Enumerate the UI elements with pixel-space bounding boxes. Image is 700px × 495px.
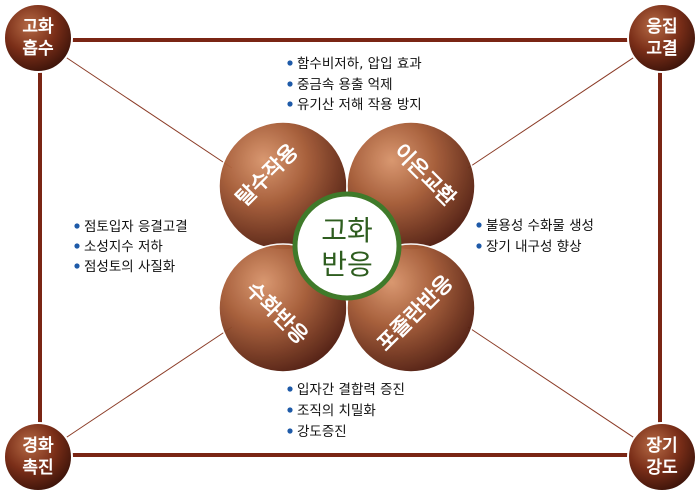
center-label-line2: 반응 bbox=[321, 248, 373, 281]
bullet-top-3: 유기산 저해 작용 방지 bbox=[297, 97, 422, 113]
center-label-line1: 고화 bbox=[321, 214, 373, 247]
corner-bottom-right: 장기 강도 bbox=[627, 422, 697, 492]
bullet-dot bbox=[287, 386, 293, 392]
connector-top-right bbox=[467, 39, 661, 169]
bullet-dot bbox=[74, 263, 80, 269]
bullet-list-bottom: 입자간 결합력 증진 조직의 치밀화 강도증진 bbox=[287, 382, 405, 440]
bullet-right-1: 불용성 수화물 생성 bbox=[486, 218, 594, 234]
bullet-list-top: 함수비저하, 압입 효과 중금속 용출 억제 유기산 저해 작용 방지 bbox=[287, 56, 422, 113]
connector-lines bbox=[39, 39, 661, 456]
petal-group: 탈수작용 이온교환 수화반응 포졸란반응 bbox=[218, 121, 476, 373]
bullet-dot bbox=[287, 60, 293, 66]
bullet-dot bbox=[74, 243, 80, 249]
bullet-list-left: 점토입자 응결고결 소성지수 저하 점성토의 사질화 bbox=[74, 219, 188, 275]
corner-bottom-left: 경화 촉진 bbox=[3, 422, 73, 492]
connector-bottom-right bbox=[467, 326, 661, 456]
corner-top-right-line2: 고결 bbox=[646, 39, 677, 59]
connector-bottom-left bbox=[39, 326, 233, 456]
outer-frame bbox=[38, 38, 662, 457]
bullet-top-2: 중금속 용출 억제 bbox=[297, 77, 393, 93]
corner-top-left: 고화 흡수 bbox=[3, 3, 73, 73]
bullet-left-2: 소성지수 저하 bbox=[84, 239, 163, 255]
bullet-dot bbox=[74, 223, 80, 229]
corner-bottom-right-line1: 장기 bbox=[646, 436, 677, 456]
bullet-left-1: 점토입자 응결고결 bbox=[84, 219, 188, 235]
bullet-dot bbox=[476, 222, 482, 228]
corner-bottom-right-line2: 강도 bbox=[646, 458, 678, 478]
connector-top-left bbox=[39, 39, 233, 169]
bullet-dot bbox=[287, 81, 293, 87]
bullet-dot bbox=[287, 428, 293, 434]
corner-top-left-line1: 고화 bbox=[22, 17, 54, 37]
bullet-right-2: 장기 내구성 향상 bbox=[486, 239, 582, 255]
bullet-bottom-1: 입자간 결합력 증진 bbox=[297, 382, 405, 398]
bullet-list-right: 불용성 수화물 생성 장기 내구성 향상 bbox=[476, 218, 594, 255]
corner-top-right: 응집 고결 bbox=[627, 3, 697, 73]
bullet-dot bbox=[287, 101, 293, 107]
bullet-top-1: 함수비저하, 압입 효과 bbox=[297, 56, 422, 72]
bullet-left-3: 점성토의 사질화 bbox=[84, 259, 175, 275]
center-node: 고화 반응 bbox=[292, 191, 402, 301]
corner-bottom-left-line1: 경화 bbox=[22, 436, 54, 456]
bullet-bottom-2: 조직의 치밀화 bbox=[297, 403, 376, 419]
bullet-dot bbox=[287, 407, 293, 413]
corner-bottom-left-line2: 촉진 bbox=[22, 458, 53, 478]
bullet-bottom-3: 강도증진 bbox=[297, 424, 347, 440]
corner-top-left-line2: 흡수 bbox=[22, 38, 54, 59]
bullet-dot bbox=[476, 243, 482, 249]
corner-top-right-line1: 응집 bbox=[646, 17, 677, 37]
